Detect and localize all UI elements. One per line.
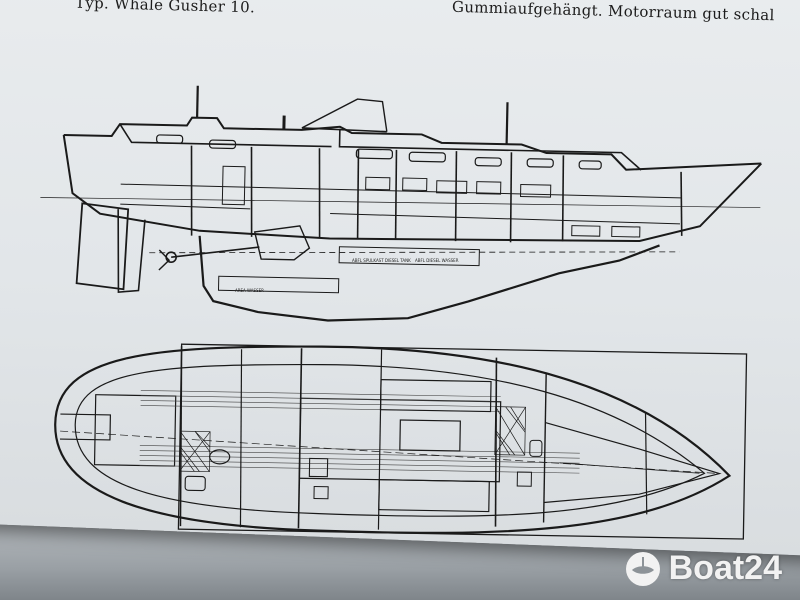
- deck-plan: [54, 343, 748, 540]
- tank-label-2: AREA WASSER: [235, 288, 264, 293]
- tank-label-3: ABFL DIESEL WASSER: [415, 258, 459, 263]
- side-profile: [40, 85, 762, 322]
- boat24-watermark-text: Boat24: [668, 549, 782, 587]
- boat24-watermark: Boat24: [625, 549, 782, 588]
- boat24-logo-icon: [625, 551, 660, 586]
- tank-label-1: ABFL SPULKAST DIESEL TANK: [352, 258, 411, 263]
